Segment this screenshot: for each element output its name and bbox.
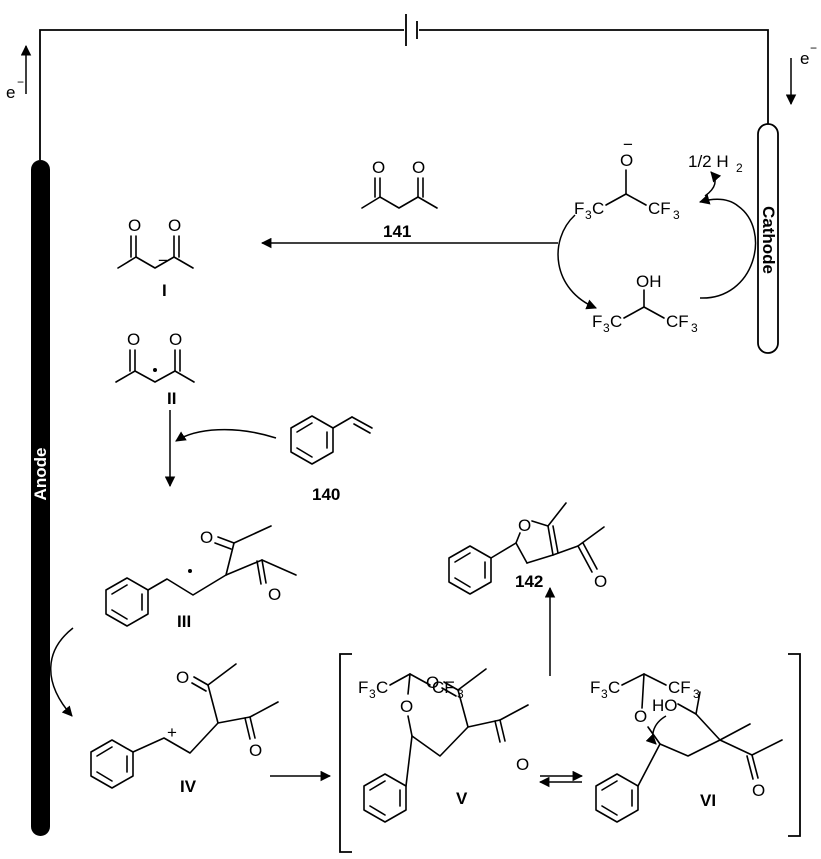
oxygen-atom: O (752, 781, 765, 800)
oxygen-atom: O (268, 585, 281, 604)
hemiketal-VI: F 3 C CF 3 O HO O (590, 673, 783, 823)
subscript: 3 (691, 321, 698, 335)
protonation-arrow (557, 214, 597, 310)
oxygen-atom: O (200, 528, 213, 547)
subscript: 3 (603, 321, 610, 335)
anion-charge: − (158, 251, 168, 270)
electron-left-label: e (6, 83, 15, 102)
subscript: 3 (601, 687, 608, 701)
alkoxide-charge: − (623, 135, 633, 154)
styrene-addition-arrow (175, 428, 277, 442)
benzyl-cation-IV: O O + (90, 663, 279, 789)
label-I: I (162, 281, 167, 300)
label-IV: IV (180, 777, 197, 796)
anodic-oxidation-arrow (50, 627, 74, 717)
subscript: 3 (693, 687, 700, 701)
electron-right-label: e (800, 49, 809, 68)
cf3-group: C (376, 678, 388, 697)
bracket-left (339, 653, 352, 853)
label-141: 141 (383, 222, 411, 241)
oxygen-atom: O (176, 668, 189, 687)
enolate-anion-I: O O − (117, 216, 194, 270)
ether-oxygen: O (634, 707, 647, 726)
electron-left-charge: − (17, 75, 24, 89)
hfip: F 3 C OH CF 3 (592, 272, 698, 335)
cf3-group: CF (666, 312, 689, 331)
oxygen-atom: O (516, 755, 529, 774)
label-142: 142 (515, 572, 543, 591)
cf3-group: CF (648, 199, 671, 218)
label-VI: VI (700, 791, 716, 810)
ether-oxygen: O (400, 697, 413, 716)
label-III: III (177, 612, 191, 631)
anode-electrode (31, 160, 50, 836)
hydroxyl: HO (652, 696, 678, 715)
benzyl-radical-III: O O (105, 525, 297, 627)
radical-dot (188, 569, 192, 573)
cf3-group: C (592, 199, 604, 218)
subscript: 3 (369, 687, 376, 701)
cathode-label: Cathode (759, 206, 778, 274)
cf3-group: F (592, 312, 602, 331)
oxygen-atom: O (249, 741, 262, 760)
cf3-group: CF (668, 678, 691, 697)
cyclization-arrow (645, 715, 667, 745)
label-V: V (456, 789, 468, 808)
cf3-group: F (590, 678, 600, 697)
cathode-reduction-arrow (698, 194, 757, 299)
label-140: 140 (312, 485, 340, 504)
oxygen-atom: O (128, 216, 141, 235)
oxygen-atom: O (127, 330, 140, 349)
styrene-140 (290, 415, 373, 465)
cf3-group: F (358, 678, 368, 697)
oxygen-atom: O (169, 330, 182, 349)
oxygen-atom: O (426, 673, 439, 692)
oxygen-atom: O (412, 158, 425, 177)
hfip-alkoxide: F 3 C O − CF 3 (574, 135, 680, 222)
bracket-right (788, 653, 801, 837)
hydrogen-release-arrow (704, 171, 722, 197)
cf3-group: F (574, 199, 584, 218)
cf3-group: C (610, 312, 622, 331)
oxygen-atom: O (168, 216, 181, 235)
hydrogen-subscript: 2 (736, 161, 743, 175)
subscript: 3 (585, 208, 592, 222)
cathode-electrode (757, 123, 779, 354)
circuit-wire (39, 14, 769, 160)
radical-II: O O (115, 330, 195, 383)
cation-charge: + (167, 723, 177, 742)
hydrogen-label: 1/2 H (688, 152, 729, 171)
electron-right-charge: − (810, 41, 817, 55)
cf3-group: C (608, 678, 620, 697)
dihydrofuran-142: O O (448, 502, 607, 595)
label-II: II (167, 389, 176, 408)
alkoxide-oxygen: O (620, 151, 633, 170)
ether-V: F 3 C CF 3 O O O (358, 668, 529, 823)
hydroxyl: OH (636, 272, 662, 291)
subscript: 3 (457, 687, 464, 701)
subscript: 3 (673, 208, 680, 222)
anode-label: Anode (31, 448, 50, 501)
acetylacetone-141: O O (361, 158, 438, 209)
oxygen-atom: O (372, 158, 385, 177)
ring-oxygen: O (518, 516, 531, 535)
oxygen-atom: O (594, 572, 607, 591)
radical-dot (153, 368, 157, 372)
